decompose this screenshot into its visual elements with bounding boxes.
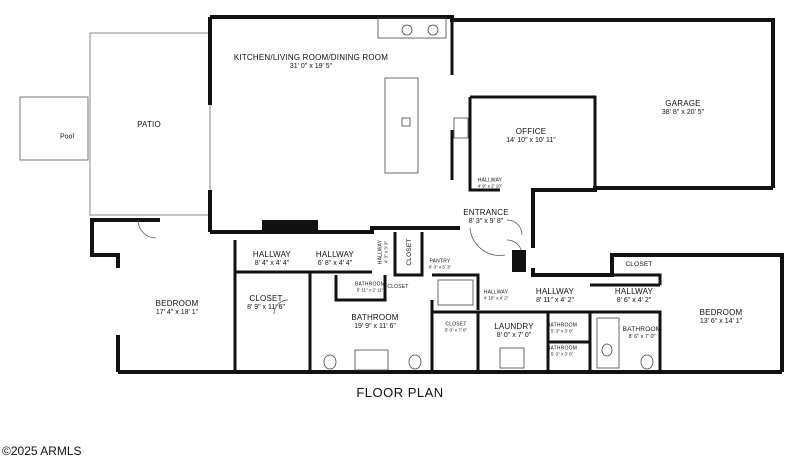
room-closet-small: CLOSET <box>406 238 414 265</box>
room-garage: GARAGE 38' 8" x 20' 5" <box>662 99 704 117</box>
room-name: CLOSET <box>445 321 467 328</box>
room-dims: 8' 9" x 11' 6" <box>247 303 285 311</box>
room-name: HALLWAY <box>252 250 292 260</box>
room-name: CLOSET <box>387 284 409 290</box>
room-name: CLOSET <box>625 261 653 269</box>
room-dims: 8' 3" x 9' 8" <box>468 217 504 225</box>
fireplace <box>262 220 318 234</box>
room-closet-right: CLOSET <box>625 261 652 269</box>
room-bath-tiny-2: BATHROOM 5' 3" x 3' 0" <box>547 345 577 356</box>
interior-walls <box>233 20 662 372</box>
room-name: HALLWAY <box>477 177 503 184</box>
fixtures <box>323 17 654 371</box>
stair-block <box>512 250 526 272</box>
room-dims: 5' 3" x 3' 0" <box>550 328 574 334</box>
plan-title: FLOOR PLAN <box>356 385 444 400</box>
room-kitchen: KITCHEN/LIVING ROOM/DINING ROOM 31' 0" x… <box>234 53 388 71</box>
room-name: BATHROOM <box>351 313 399 323</box>
room-hallway-5: HALLWAY 8' 11" x 4' 2" <box>536 287 574 305</box>
copyright-notice: ©2025 ARMLS <box>2 444 82 458</box>
room-hallway-3: HALLWAY 4' 3" x 3' 3" <box>377 240 388 264</box>
room-closet-left: CLOSET 8' 9" x 11' 6" <box>247 294 285 312</box>
room-hallway-4: HALLWAY 4' 10" x 4' 2" <box>484 289 509 300</box>
room-dims: 4' 9" x 2' 10" <box>477 183 503 189</box>
room-dims: 5' 11" x 2' 11" <box>356 287 384 293</box>
room-dims: 4' 10" x 4' 2" <box>483 295 509 301</box>
room-closet-tiny: CLOSET <box>387 284 408 290</box>
room-name: HALLWAY <box>315 250 355 260</box>
room-bathroom-main: BATHROOM 19' 9" x 11' 6" <box>351 313 398 331</box>
room-laundry: LAUNDRY 8' 0" x 7' 0" <box>494 322 534 340</box>
room-name: BATHROOM <box>546 345 578 352</box>
room-name: CLOSET <box>406 238 414 266</box>
room-bathroom-small: BATHROOM 5' 11" x 2' 11" <box>355 281 385 292</box>
room-name: HALLWAY <box>483 289 509 296</box>
room-dims: 13' 6" x 14' 1" <box>699 317 743 325</box>
room-name: ENTRANCE <box>463 208 509 218</box>
room-closet-mid: CLOSET 5' 0" x 7' 0" <box>445 321 467 332</box>
room-name: BATHROOM <box>622 325 662 333</box>
room-hallway-6: HALLWAY 8' 6" x 4' 2" <box>615 287 653 305</box>
room-hallway-office: HALLWAY 4' 9" x 2' 10" <box>478 177 503 188</box>
room-dims: 8' 0" x 7' 0" <box>496 331 532 339</box>
room-dims: 14' 10" x 10' 11" <box>506 136 556 144</box>
room-name: HALLWAY <box>614 287 654 297</box>
room-name: KITCHEN/LIVING ROOM/DINING ROOM <box>233 53 389 63</box>
room-entrance: ENTRANCE 8' 3" x 9' 8" <box>463 208 509 226</box>
room-name: PANTRY <box>429 258 451 265</box>
room-dims: 38' 8" x 20' 5" <box>661 108 705 116</box>
room-dims: 19' 9" x 11' 6" <box>354 322 396 330</box>
room-dims: 5' 3" x 3' 0" <box>550 351 574 357</box>
room-name: BEDROOM <box>699 308 743 318</box>
room-office: OFFICE 14' 10" x 10' 11" <box>506 127 556 145</box>
room-name: OFFICE <box>515 127 547 137</box>
room-dims: 5' 0" x 7' 0" <box>444 327 468 333</box>
room-dims: 31' 0" x 19' 5" <box>289 62 333 70</box>
room-bedroom-left: BEDROOM 17' 4" x 18' 1" <box>156 299 199 317</box>
room-hallway-1: HALLWAY 8' 4" x 4' 4" <box>253 250 291 268</box>
room-dims: 17' 4" x 18' 1" <box>155 308 199 316</box>
room-name: PATIO <box>137 120 161 130</box>
room-dims: 8' 6" x 4' 2" <box>616 296 652 304</box>
room-hallway-2: HALLWAY 6' 8" x 4' 4" <box>316 250 354 268</box>
pool-label: Pool <box>59 133 75 141</box>
room-dims: 8' 4" x 4' 4" <box>254 259 290 267</box>
pool-outline <box>19 96 89 161</box>
room-name: HALLWAY <box>535 287 575 297</box>
room-name: BATHROOM <box>546 322 578 329</box>
room-pantry: PANTRY 6' 3" x 5' 3" <box>429 258 451 269</box>
room-name: GARAGE <box>665 99 701 109</box>
room-bedroom-right: BEDROOM 13' 6" x 14' 1" <box>700 308 743 326</box>
room-name: BEDROOM <box>155 299 199 309</box>
room-name: BATHROOM <box>354 281 386 288</box>
room-name: CLOSET <box>249 294 283 304</box>
room-name: LAUNDRY <box>494 322 534 332</box>
room-patio: PATIO <box>137 120 161 130</box>
room-bathroom-right: BATHROOM 8' 6" x 7' 0" <box>623 326 662 340</box>
room-dims: 6' 3" x 5' 3" <box>428 264 452 270</box>
room-bath-tiny-1: BATHROOM 5' 3" x 3' 0" <box>547 322 577 333</box>
exterior-walls <box>90 15 784 374</box>
room-dims: 8' 6" x 7' 0" <box>628 333 656 340</box>
room-dims: 6' 8" x 4' 4" <box>317 259 353 267</box>
room-dims: 4' 3" x 3' 3" <box>383 240 389 264</box>
room-dims: 8' 11" x 4' 2" <box>536 296 574 304</box>
